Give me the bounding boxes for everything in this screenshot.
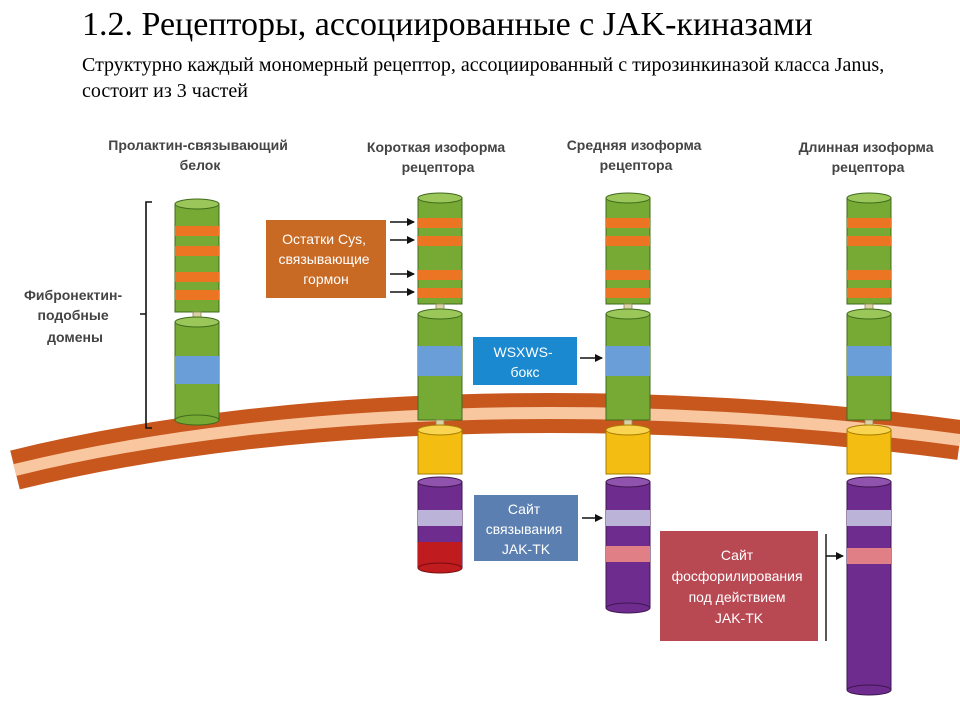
receptor-short-isoform xyxy=(417,192,463,574)
column-heading-long-isoform: Длинная изоформа рецептора xyxy=(799,139,938,175)
fibronectin-domains-label: Фибронектин- подобные домены xyxy=(24,287,126,345)
column-heading-prolactin-binding-protein: Пролактин-связывающий белок xyxy=(108,137,291,173)
slide-subtitle: Структурно каждый мономерный рецептор, а… xyxy=(82,54,885,102)
wsxws-box-callout xyxy=(473,337,577,385)
cell-membrane xyxy=(10,392,960,490)
cys-arrows xyxy=(390,218,415,296)
fibronectin-bracket xyxy=(140,201,152,429)
receptor-long-isoform xyxy=(846,192,892,696)
cys-residues-callout-text: Остатки Cys, связывающие гормон xyxy=(279,231,374,287)
phosphorylation-site-callout-text: Сайт фосфорилирования под действием JAK-… xyxy=(672,547,807,626)
jak-binding-site-callout-text: Сайт связывания JAK-TK xyxy=(486,501,566,557)
wsxws-box-callout-text: WSXWS- бокс xyxy=(494,344,557,380)
phosphorylation-site-callout xyxy=(660,531,818,641)
slide-title: 1.2. Рецепторы, ассоциированные с JAK-ки… xyxy=(82,6,813,43)
cys-residues-callout xyxy=(266,220,386,298)
column-heading-medium-isoform: Средняя изоформа рецептора xyxy=(567,137,706,173)
column-heading-short-isoform: Короткая изоформа рецептора xyxy=(367,139,509,175)
jak-binding-site-callout xyxy=(474,495,578,561)
receptor-medium-isoform xyxy=(605,192,651,614)
receptor-prolactin-binding-protein xyxy=(174,198,220,426)
